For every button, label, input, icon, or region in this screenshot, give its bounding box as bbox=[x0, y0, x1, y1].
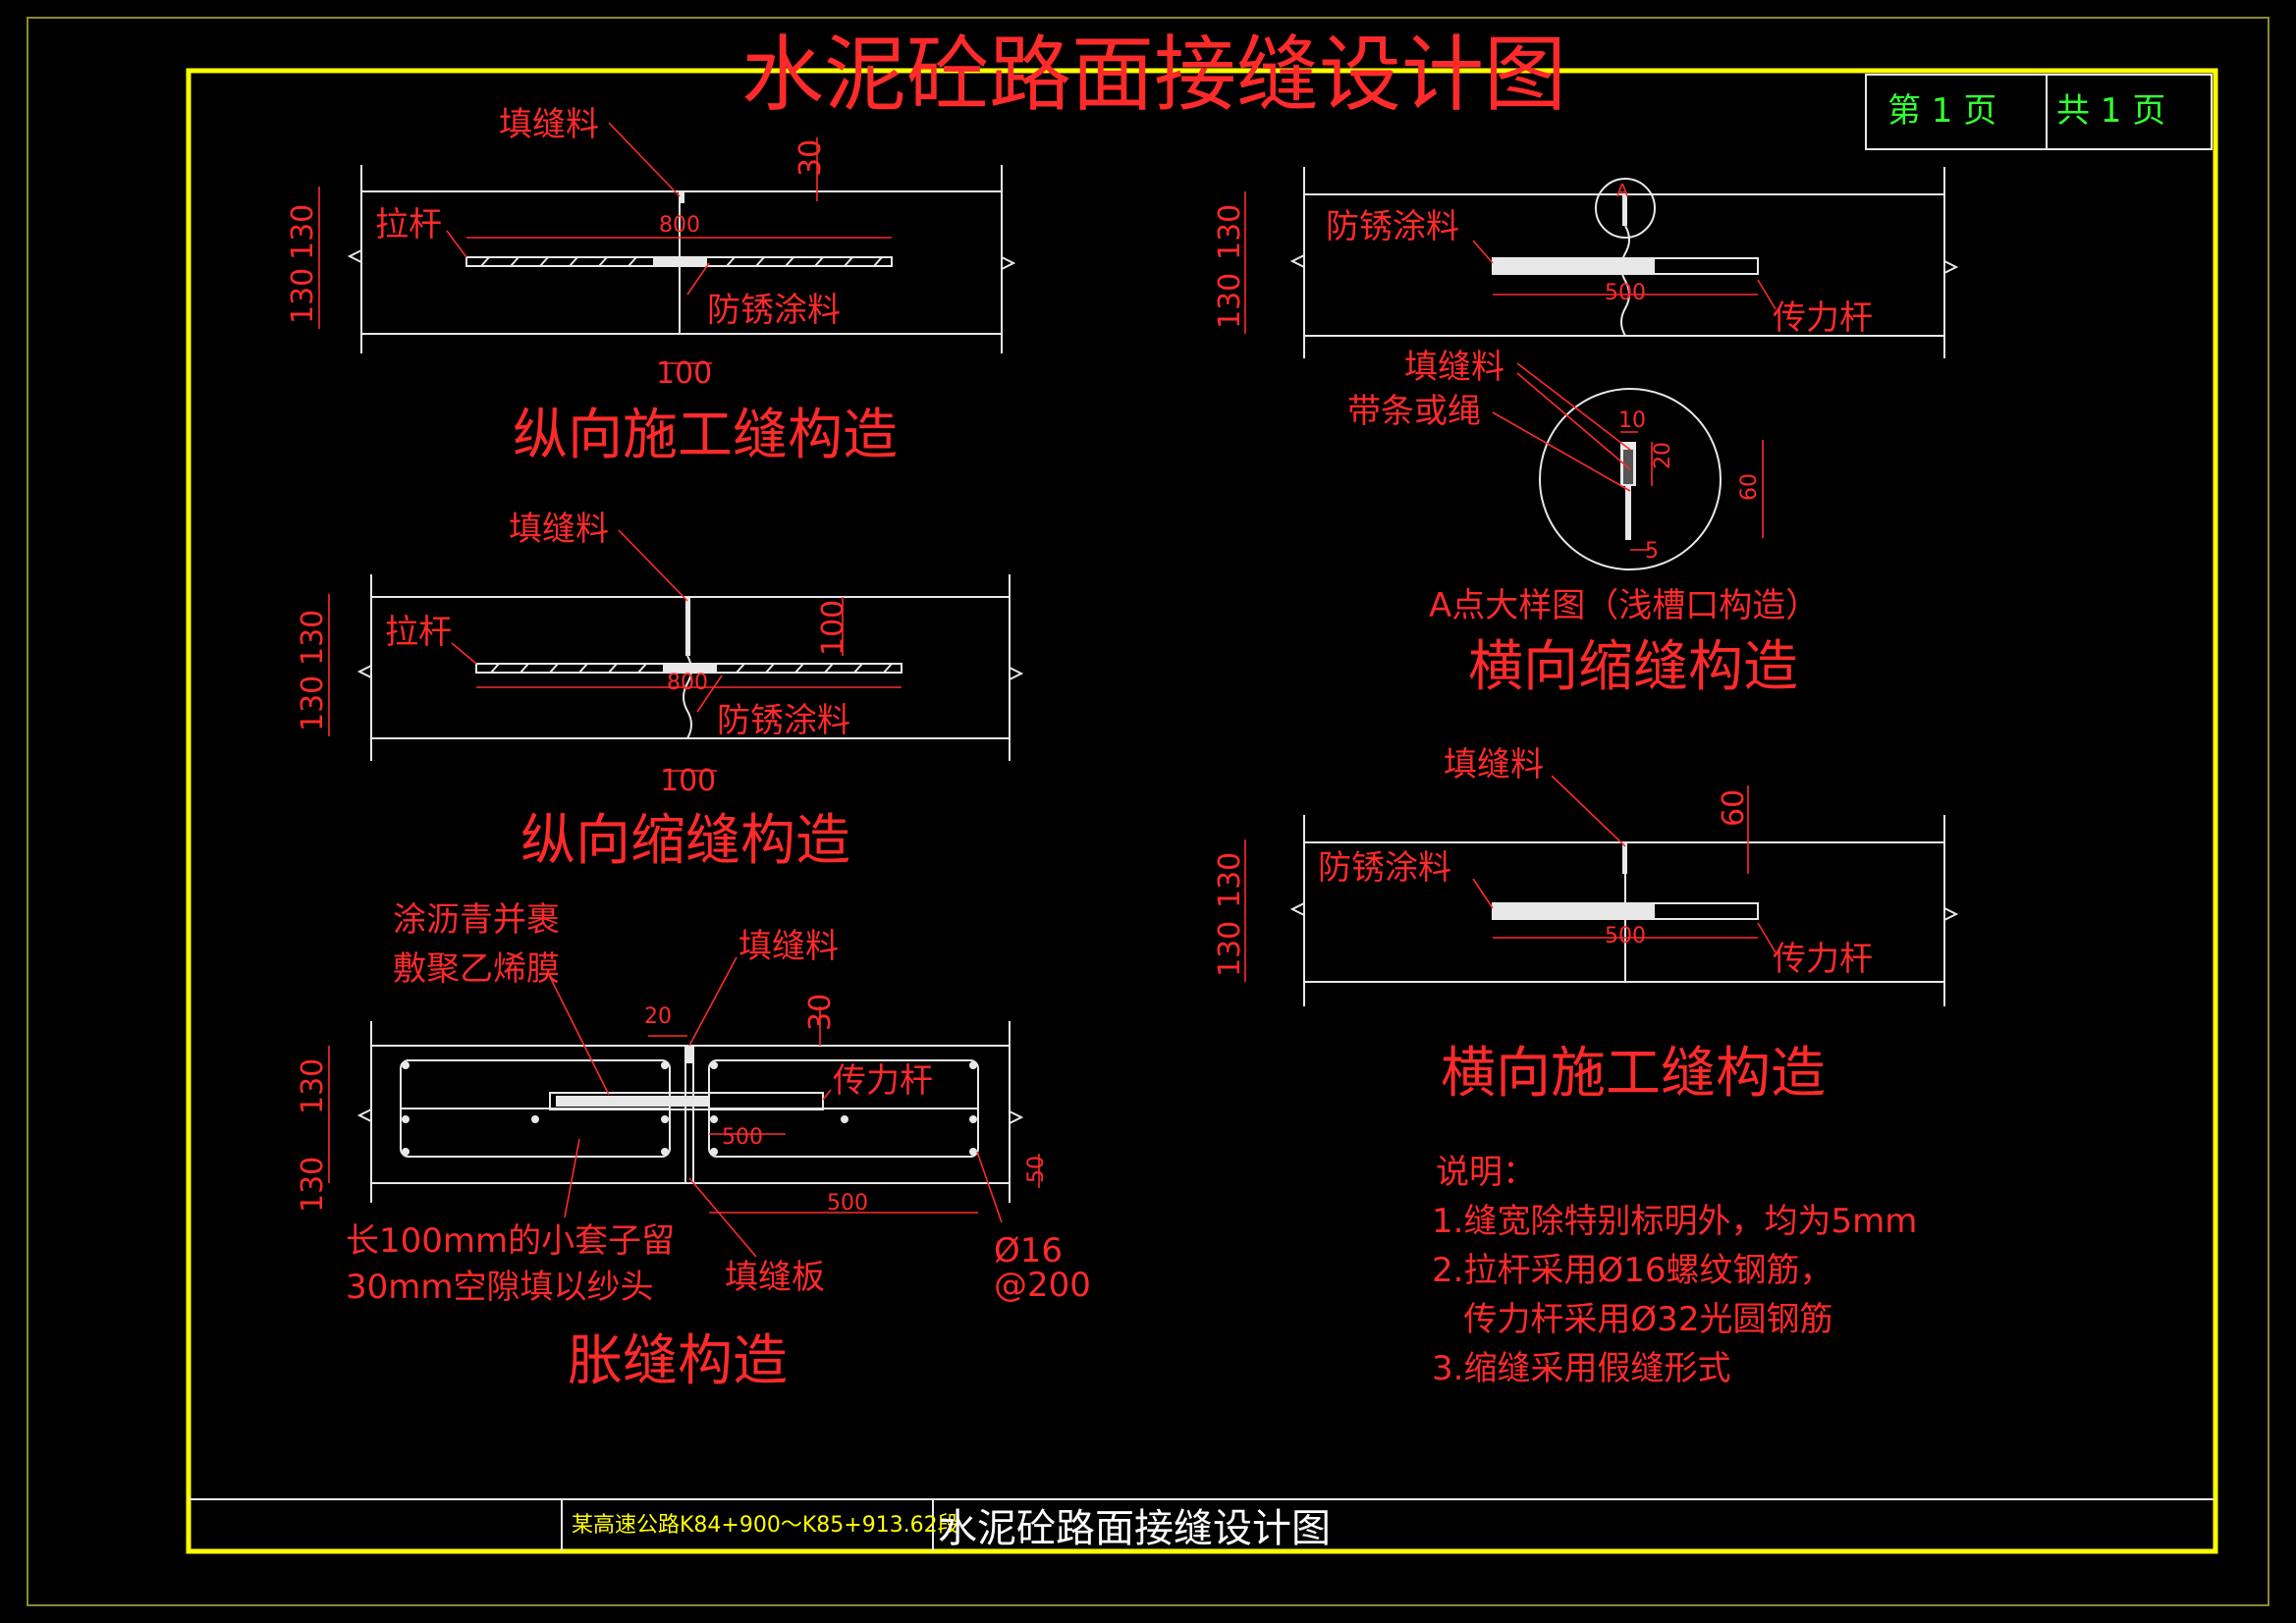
dim-800: 800 bbox=[667, 671, 708, 695]
filler-label: 填缝料 bbox=[509, 510, 609, 549]
dim-130-bottom: 130 bbox=[296, 1157, 330, 1213]
page-number-box: 第 1 页 共 1 页 bbox=[1865, 74, 2213, 150]
anti-rust-label: 防锈涂料 bbox=[717, 701, 850, 740]
dim-130-top: 130 bbox=[1213, 204, 1247, 260]
dowel-label: 传力杆 bbox=[1773, 298, 1873, 338]
coat-label-1: 涂沥青并裹 bbox=[393, 900, 560, 940]
dim-500: 500 bbox=[1605, 924, 1646, 948]
dim-130-top: 130 bbox=[286, 204, 320, 260]
point-a-label: A bbox=[1616, 181, 1629, 201]
filler-label: 填缝料 bbox=[1404, 348, 1504, 387]
detail-a-title: A点大样图（浅槽口构造） bbox=[1429, 586, 1819, 625]
section-title: 纵向施工缝构造 bbox=[513, 404, 898, 467]
title-block: 某高速公路K84+900～K85+913.62段 水泥砼路面接缝设计图 bbox=[189, 1498, 2215, 1551]
longitudinal-construction-joint: 填缝料 拉杆 防锈涂料 800 30 100 130 130 纵向施工缝构造 bbox=[286, 105, 1016, 467]
dim-60: 60 bbox=[1737, 473, 1762, 501]
dim-500-bottom: 500 bbox=[827, 1191, 868, 1216]
detail-a-marker bbox=[1595, 178, 1656, 239]
dim-50: 50 bbox=[1024, 1156, 1049, 1183]
dim-130-bottom: 130 bbox=[1213, 921, 1247, 977]
dim-130-top: 130 bbox=[296, 610, 330, 666]
dim-500-inner: 500 bbox=[722, 1125, 763, 1150]
dim-130-bottom: 130 bbox=[296, 676, 330, 731]
expansion-joint: 涂沥青并裹 敷聚乙烯膜 填缝料 传力杆 长100mm的小套子留 30mm空隙填以… bbox=[296, 900, 1091, 1393]
note-item-1: 1.缝宽除特别标明外，均为5mm bbox=[1432, 1202, 1917, 1241]
strip-label: 带条或绳 bbox=[1347, 392, 1481, 431]
anti-rust-label: 防锈涂料 bbox=[1318, 848, 1451, 888]
transverse-contraction-joint: A 防锈涂料 传力杆 500 130 130 填缝料 带条或绳 10 20 60… bbox=[1213, 167, 1959, 699]
section-title: 横向施工缝构造 bbox=[1441, 1042, 1826, 1106]
notes: 说明： 1.缝宽除特别标明外，均为5mm 2.拉杆采用Ø16螺纹钢筋， 传力杆采… bbox=[1432, 1153, 1917, 1388]
dowel-label: 传力杆 bbox=[1773, 940, 1873, 979]
longitudinal-contraction-joint: 填缝料 拉杆 防锈涂料 800 100 100 130 130 纵向缩缝构造 bbox=[296, 510, 1024, 873]
tie-bar-label: 拉杆 bbox=[385, 613, 452, 652]
filler-label: 填缝料 bbox=[1444, 745, 1544, 784]
notes-heading: 说明： bbox=[1436, 1153, 1536, 1192]
section-title: 纵向缩缝构造 bbox=[520, 809, 850, 873]
dim-20: 20 bbox=[644, 1004, 672, 1029]
dim-130-top: 130 bbox=[296, 1058, 330, 1114]
filler-label: 填缝料 bbox=[499, 105, 599, 144]
note-item-2b: 传力杆采用Ø32光圆钢筋 bbox=[1432, 1300, 1832, 1339]
dim-500: 500 bbox=[1605, 281, 1646, 305]
dim-100-vertical: 100 bbox=[816, 600, 850, 656]
detail-a-circle bbox=[1539, 388, 1722, 570]
total-pages-label: 共 1 页 bbox=[2056, 91, 2165, 131]
page-label: 第 1 页 bbox=[1887, 91, 1996, 131]
section-title: 横向缩缝构造 bbox=[1468, 635, 1798, 699]
filler-label: 填缝料 bbox=[738, 927, 839, 966]
filler-board-label: 填缝板 bbox=[725, 1258, 825, 1297]
project-name: 某高速公路K84+900～K85+913.62段 bbox=[572, 1513, 959, 1538]
section-title: 胀缝构造 bbox=[568, 1329, 788, 1393]
inner-frame bbox=[186, 68, 2218, 1554]
outer-frame bbox=[27, 17, 2269, 1606]
dim-130-bottom: 130 bbox=[1213, 273, 1247, 329]
anti-rust-label: 防锈涂料 bbox=[1326, 207, 1459, 246]
transverse-construction-joint: 填缝料 防锈涂料 传力杆 60 500 130 130 横向施工缝构造 bbox=[1213, 745, 1959, 1106]
coat-label-2: 敷聚乙烯膜 bbox=[393, 949, 560, 989]
dowel-label: 传力杆 bbox=[833, 1061, 933, 1101]
dim-800: 800 bbox=[659, 213, 700, 238]
rebar-spacing-label: @200 bbox=[994, 1266, 1091, 1305]
dim-10: 10 bbox=[1618, 408, 1646, 433]
anti-rust-label: 防锈涂料 bbox=[707, 291, 841, 330]
dim-130-bottom: 130 bbox=[286, 268, 320, 324]
dim-100: 100 bbox=[656, 356, 712, 391]
sleeve-label-2: 30mm空隙填以纱头 bbox=[346, 1268, 654, 1307]
dim-130-top: 130 bbox=[1213, 852, 1247, 908]
dim-60: 60 bbox=[1717, 789, 1751, 827]
sleeve-label-1: 长100mm的小套子留 bbox=[346, 1221, 675, 1261]
dim-20: 20 bbox=[1651, 442, 1675, 469]
dim-30: 30 bbox=[803, 994, 838, 1031]
note-item-2: 2.拉杆采用Ø16螺纹钢筋， bbox=[1432, 1251, 1832, 1290]
rebar-dia-label: Ø16 bbox=[994, 1231, 1063, 1271]
dim-100: 100 bbox=[660, 764, 716, 798]
dim-30: 30 bbox=[793, 139, 828, 177]
note-item-3: 3.缩缝采用假缝形式 bbox=[1432, 1349, 1730, 1388]
drawing-name: 水泥砼路面接缝设计图 bbox=[938, 1506, 1331, 1551]
tie-bar-label: 拉杆 bbox=[375, 205, 442, 244]
dim-5: 5 bbox=[1645, 539, 1659, 564]
main-title: 水泥砼路面接缝设计图 bbox=[741, 27, 1566, 123]
